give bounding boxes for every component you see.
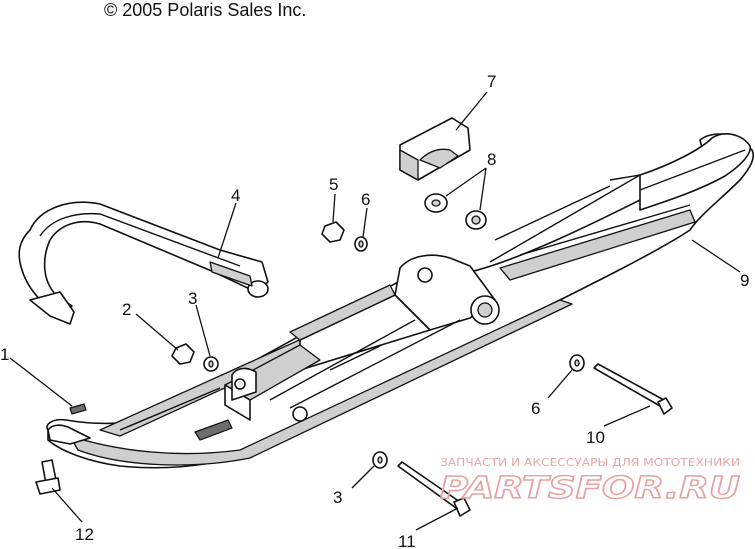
callout-5: 5 [329,175,338,194]
watermark-brand: PARTSFOR.RU [440,471,740,506]
callout-1: 1 [0,345,9,364]
callout-12: 12 [75,525,94,544]
pin-and-washer-right [569,354,673,415]
leader-lines [9,91,741,531]
copyright-notice: © 2005 Polaris Sales Inc. [104,0,307,20]
watermark: ЗАПЧАСТИ И АКСЕССУАРЫ ДЛЯ МОТОТЕХНИКИ PA… [439,456,740,507]
callout-11: 11 [398,532,416,549]
callout-8: 8 [487,150,496,169]
washer-set [424,193,487,230]
watermark-tagline: ЗАПЧАСТИ И АКСЕССУАРЫ ДЛЯ МОТОТЕХНИКИ [440,456,740,469]
ski-body [46,133,755,469]
ski-loop [18,201,269,325]
callout-3-lower: 3 [333,488,342,507]
stud-bolt [35,459,61,495]
clip [69,403,87,415]
callout-10: 10 [586,428,605,447]
callout-7: 7 [487,72,496,91]
nut-and-washer-left [171,343,219,372]
callout-9: 9 [740,271,749,290]
nut-and-washer-top [321,221,368,252]
bumper-block [399,117,471,181]
callout-6-top: 6 [361,190,370,209]
callout-3-left: 3 [188,289,197,308]
pin-and-washer-lower [372,451,471,517]
callout-6-right: 6 [531,399,540,418]
callout-labels: 1 2 3 4 5 6 7 8 9 6 10 3 11 12 [0,72,749,549]
callout-4: 4 [231,186,240,205]
callout-2: 2 [122,300,131,319]
